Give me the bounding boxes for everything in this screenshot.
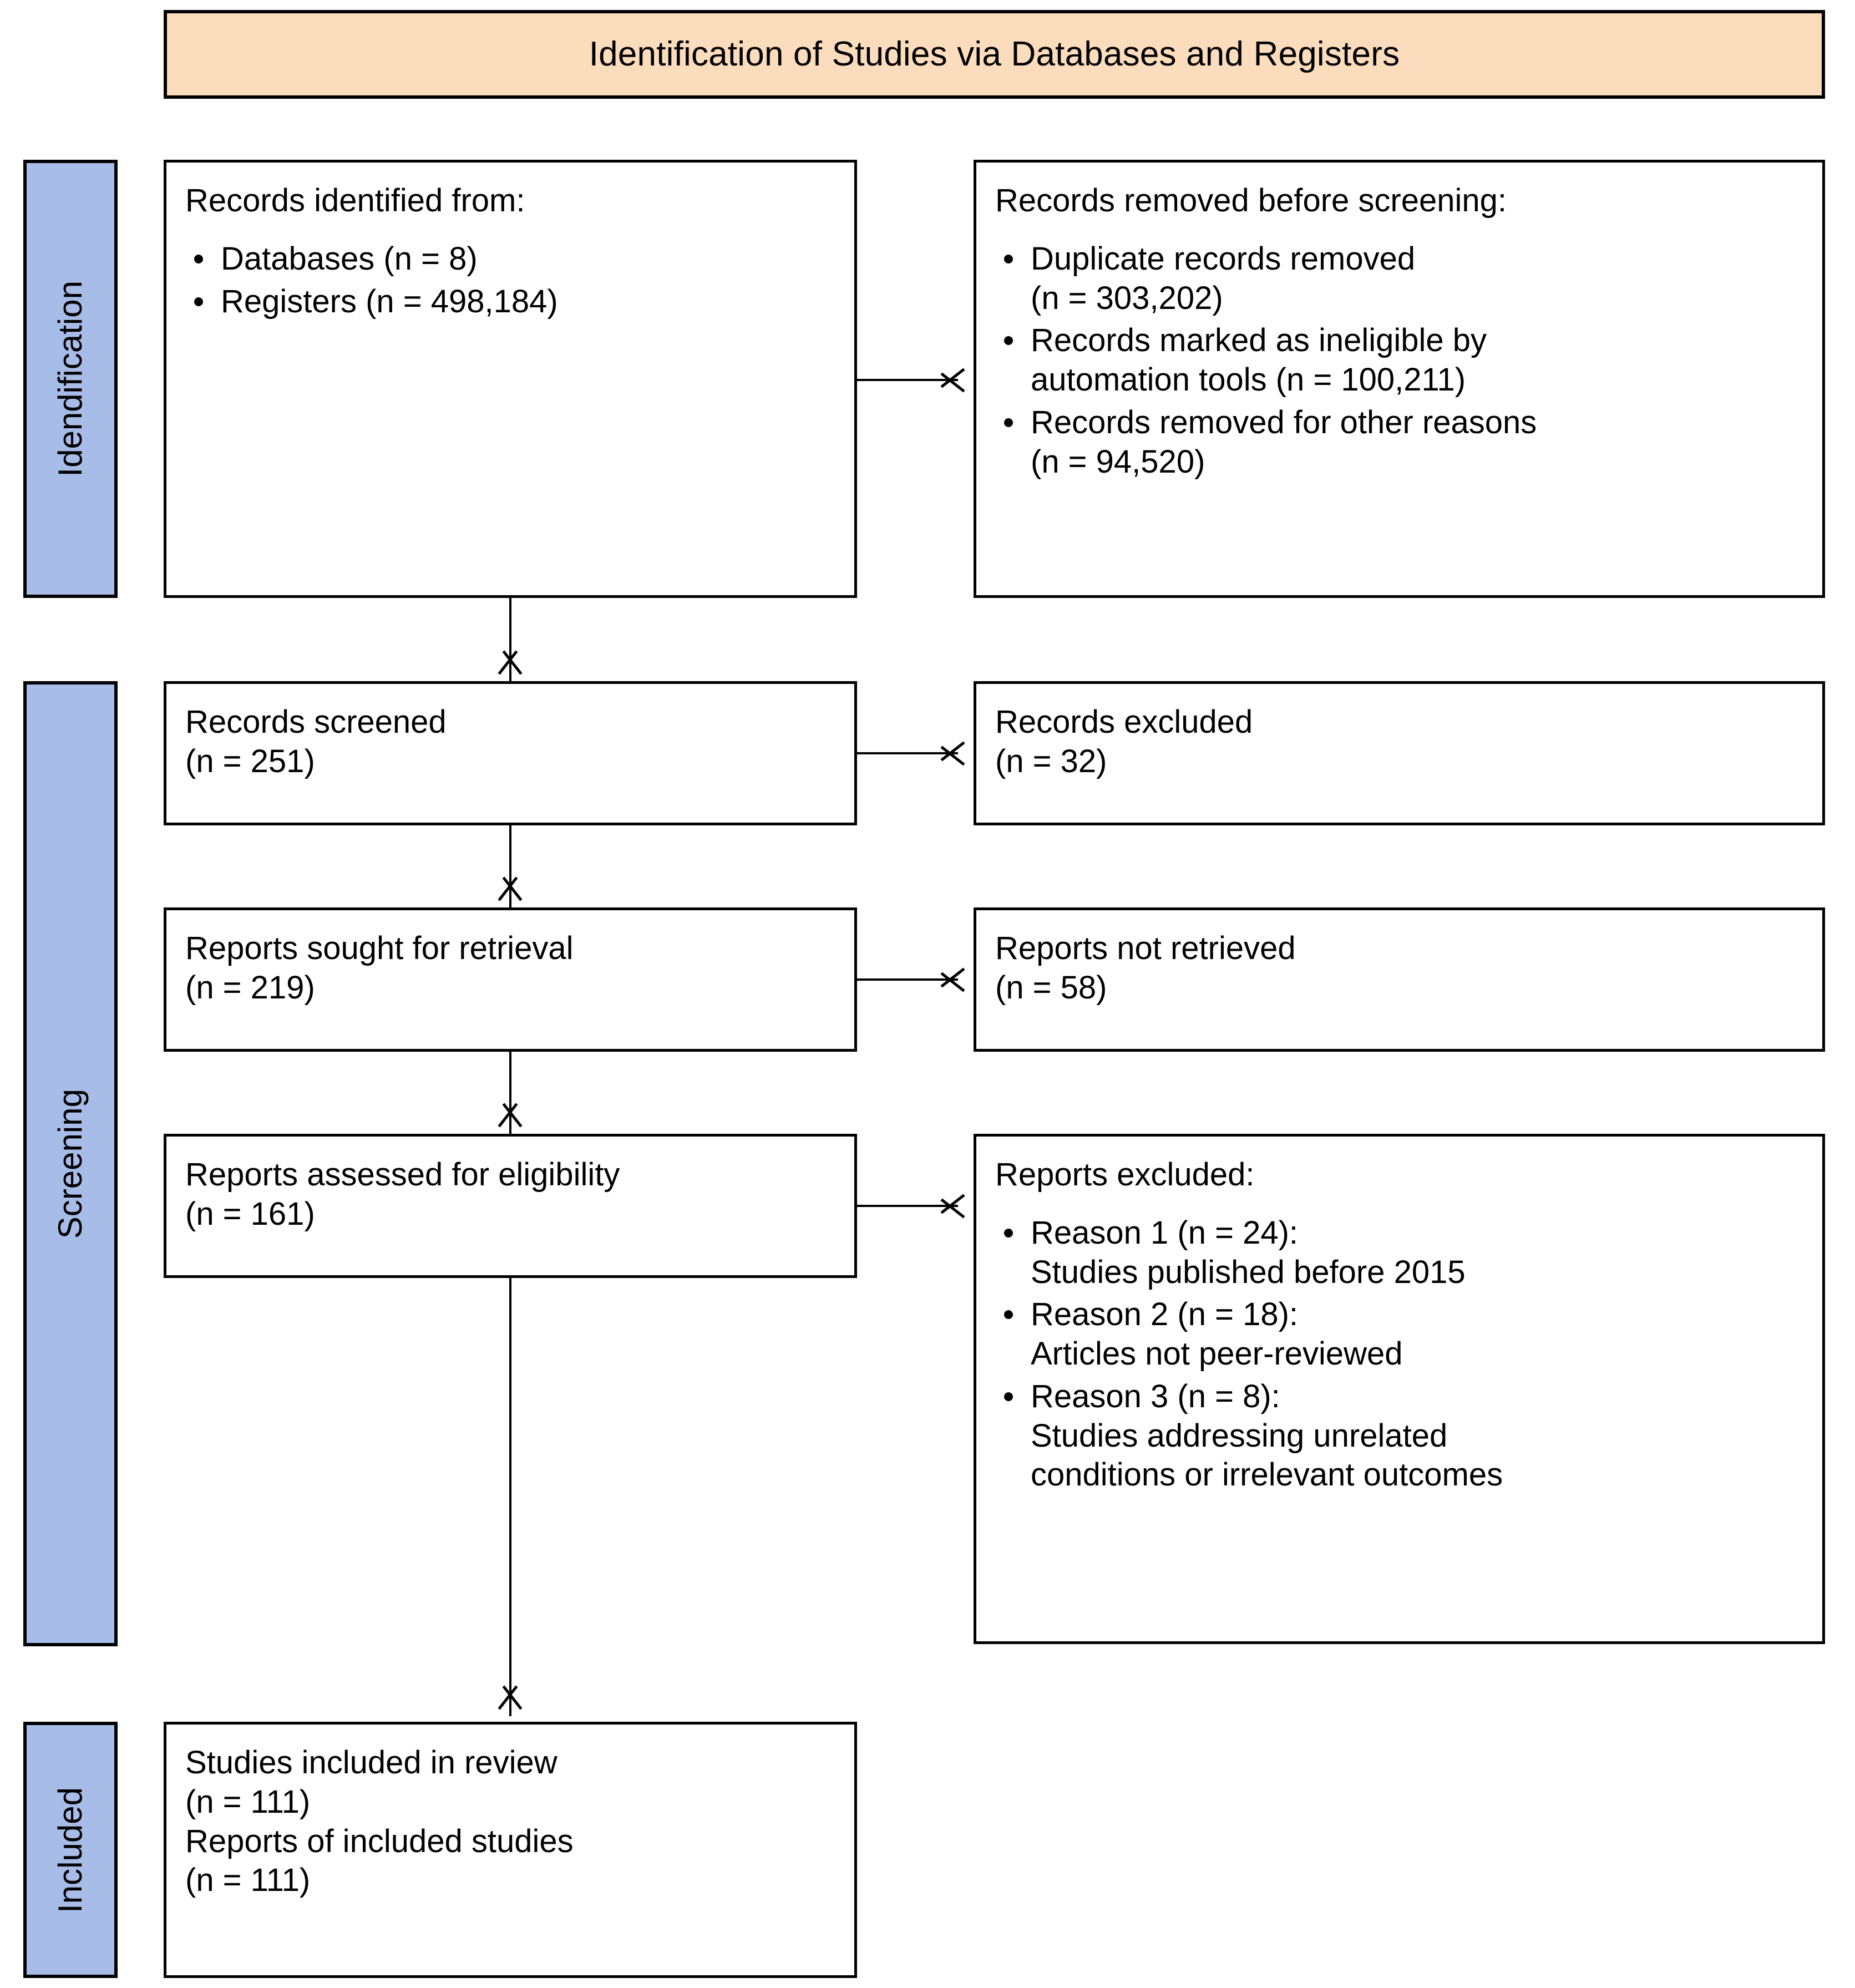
connector-sought-to-assessed — [509, 1052, 511, 1134]
stage-bar-identification: Idendification — [23, 160, 118, 598]
box-reports-assessed: Reports assessed for eligibility (n = 16… — [164, 1134, 857, 1278]
list-item: Records removed for other reasons (n = 9… — [995, 403, 1806, 482]
stage-label-included: Included — [52, 1787, 89, 1913]
stage-bar-screening: Screening — [23, 681, 118, 1646]
arrow-down-icon — [494, 652, 525, 683]
connector-assessed-to-excluded — [857, 1205, 958, 1207]
arrow-right-icon — [942, 964, 974, 995]
arrow-down-icon — [494, 1105, 525, 1136]
reports-excluded-bullets: Reason 1 (n = 24): Studies published bef… — [995, 1214, 1806, 1495]
studies-included-title: Studies included in review (n = 111) Rep… — [185, 1744, 574, 1899]
arrow-right-icon — [942, 738, 974, 769]
box-reports-excluded: Reports excluded: Reason 1 (n = 24): Stu… — [974, 1134, 1825, 1644]
connector-sought-to-not-retrieved — [857, 978, 958, 981]
box-records-identified: Records identified from: Databases (n = … — [164, 160, 857, 598]
box-studies-included: Studies included in review (n = 111) Rep… — [164, 1722, 857, 1978]
connector-identified-to-screened — [509, 598, 511, 681]
connector-identified-to-removed — [857, 379, 958, 381]
connector-assessed-to-included — [509, 1278, 511, 1716]
stage-bar-included: Included — [23, 1722, 118, 1978]
list-item: Reason 1 (n = 24): Studies published bef… — [995, 1214, 1806, 1292]
arrow-down-icon — [494, 1687, 525, 1718]
box-records-excluded: Records excluded (n = 32) — [974, 681, 1825, 825]
arrow-down-icon — [494, 879, 525, 910]
identification-banner: Identification of Studies via Databases … — [164, 10, 1825, 99]
list-item: Reason 2 (n = 18): Articles not peer-rev… — [995, 1295, 1806, 1374]
banner-title: Identification of Studies via Databases … — [589, 34, 1400, 73]
connector-screened-to-sought — [509, 825, 511, 907]
box-reports-not-retrieved: Reports not retrieved (n = 58) — [974, 907, 1825, 1052]
records-removed-title: Records removed before screening: — [995, 182, 1507, 219]
box-records-removed: Records removed before screening: Duplic… — [974, 160, 1825, 598]
box-reports-sought: Reports sought for retrieval (n = 219) — [164, 907, 857, 1052]
stage-label-screening: Screening — [52, 1088, 89, 1239]
reports-sought-title: Reports sought for retrieval (n = 219) — [185, 930, 574, 1006]
records-identified-title: Records identified from: — [185, 182, 525, 219]
stage-label-identification: Idendification — [52, 281, 89, 477]
list-item: Duplicate records removed (n = 303,202) — [995, 240, 1806, 318]
arrow-right-icon — [942, 364, 974, 395]
list-item: Databases (n = 8) — [185, 240, 838, 279]
reports-assessed-title: Reports assessed for eligibility (n = 16… — [185, 1157, 620, 1232]
list-item: Registers (n = 498,184) — [185, 282, 838, 322]
list-item: Reason 3 (n = 8): Studies addressing unr… — [995, 1377, 1806, 1495]
connector-screened-to-excluded — [857, 752, 958, 754]
reports-not-retrieved-title: Reports not retrieved (n = 58) — [995, 930, 1296, 1006]
arrow-right-icon — [942, 1190, 974, 1221]
records-screened-title: Records screened (n = 251) — [185, 704, 447, 779]
records-identified-bullets: Databases (n = 8) Registers (n = 498,184… — [185, 240, 838, 322]
list-item: Records marked as ineligible by automati… — [995, 321, 1806, 400]
records-excluded-title: Records excluded (n = 32) — [995, 704, 1253, 779]
records-removed-bullets: Duplicate records removed (n = 303,202) … — [995, 240, 1806, 482]
reports-excluded-title: Reports excluded: — [995, 1157, 1255, 1193]
box-records-screened: Records screened (n = 251) — [164, 681, 857, 825]
